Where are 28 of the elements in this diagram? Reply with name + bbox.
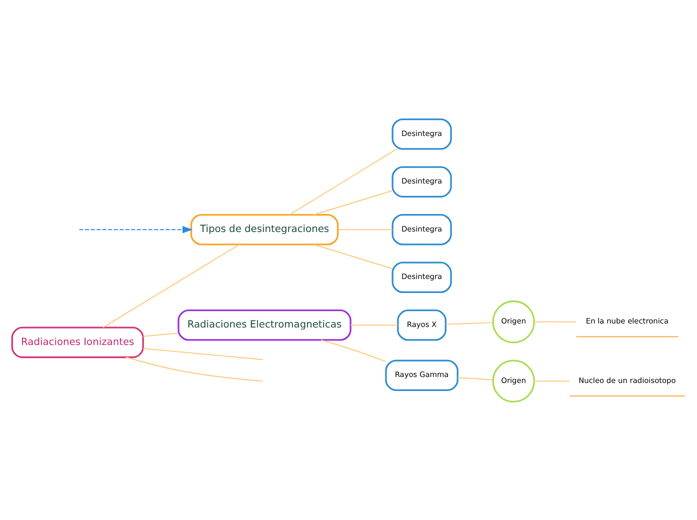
- connector: [534, 380, 570, 382]
- node-circle: Origen: [492, 359, 535, 402]
- node-circle: Origen: [492, 300, 535, 343]
- connector: [142, 347, 264, 360]
- connector: [320, 339, 386, 362]
- node-box: Rayos Gamma: [385, 359, 458, 390]
- connector: [337, 228, 393, 230]
- node-box: Rayos X: [397, 309, 446, 340]
- connector: [125, 356, 264, 382]
- connector: [313, 190, 393, 215]
- node-box: Desintegra: [392, 213, 452, 245]
- node-text: En la nube electronica: [586, 316, 669, 326]
- node-box: Desintegra: [392, 166, 452, 198]
- connector: [142, 332, 179, 336]
- node-box: Radiaciones Ionizantes: [11, 326, 144, 358]
- connector: [350, 324, 398, 326]
- node-box: Radiaciones Electromagneticas: [178, 309, 352, 340]
- connector: [534, 320, 577, 322]
- node-text: Nucleo de un radioisotopo: [578, 375, 676, 384]
- connector: [445, 322, 494, 324]
- node-box: Desintegra: [392, 261, 452, 293]
- connector: [102, 244, 240, 328]
- connector: [289, 148, 398, 215]
- connector: [457, 376, 494, 380]
- arrow: [78, 226, 193, 233]
- node-box: Desintegra: [392, 118, 452, 150]
- node-box: Tipos de desintegraciones: [190, 213, 339, 245]
- connector: [313, 243, 393, 269]
